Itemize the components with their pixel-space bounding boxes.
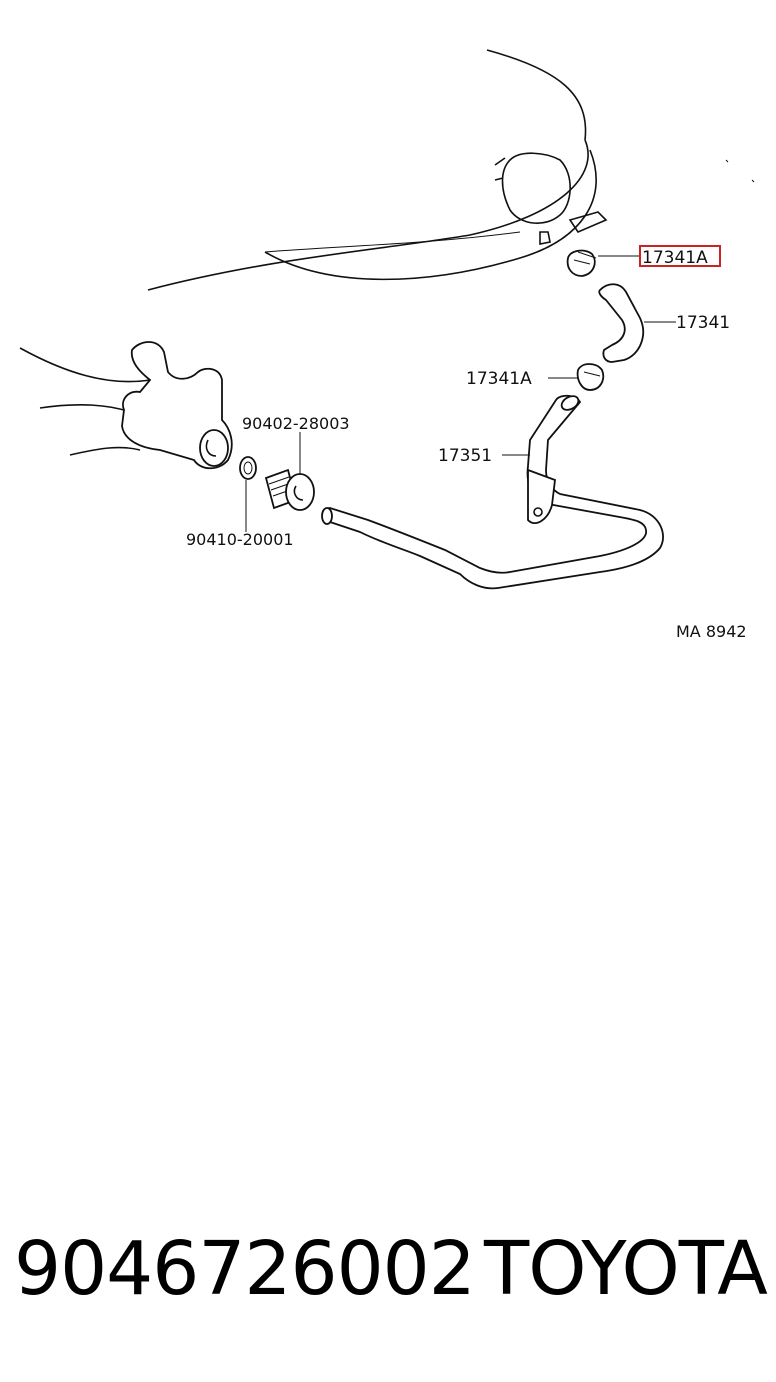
label-clamp: 17341A <box>466 369 532 389</box>
label-pipe: 17351 <box>438 446 492 466</box>
drain-plug <box>264 432 315 511</box>
lower-hose-clamp <box>548 363 605 391</box>
label-hose: 17341 <box>676 313 730 333</box>
label-highlighted-clamp: 17341A <box>642 248 708 268</box>
label-gasket: 90410-20001 <box>186 530 294 549</box>
air-cleaner-housing <box>147 49 755 291</box>
gasket <box>239 456 257 532</box>
engine-block-fragment <box>19 341 233 470</box>
footer: 9046726002 TOYOTA <box>0 1232 776 1342</box>
upper-hose-clamp <box>566 249 640 277</box>
brand-name: TOYOTA <box>484 1226 768 1312</box>
highlight-box <box>639 245 721 267</box>
breather-pipe <box>321 394 664 590</box>
breather-hose <box>598 283 676 363</box>
part-number: 9046726002 <box>14 1226 476 1312</box>
label-figure-code: MA 8942 <box>676 622 747 641</box>
parts-diagram: 17341A 17341 17341A 17351 90402-28003 90… <box>19 49 755 641</box>
label-plug: 90402-28003 <box>242 414 350 433</box>
